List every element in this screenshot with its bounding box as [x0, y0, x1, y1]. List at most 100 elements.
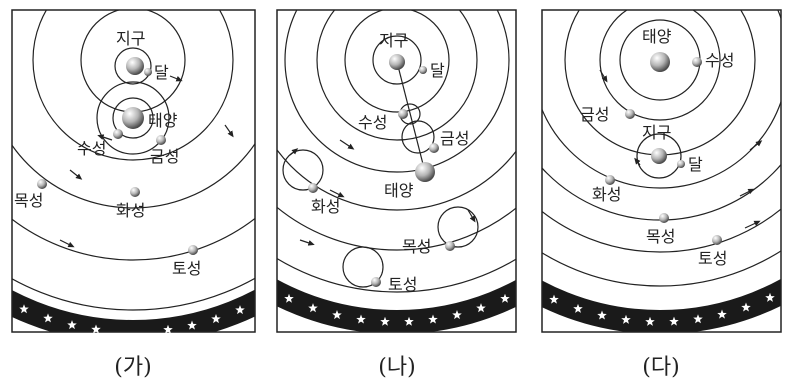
star-icon — [597, 310, 607, 320]
bodies-ga — [37, 57, 198, 255]
label-moon-da: 달 — [688, 155, 703, 174]
star-band-da — [542, 278, 781, 332]
frame-na — [276, 9, 517, 333]
label-mercury-na: 수성 — [358, 113, 387, 132]
caption-na: (나) — [378, 355, 415, 380]
labels-da: 태양 수성 금성 지구 달 화성 목성 토성 — [580, 27, 734, 268]
star-icon — [308, 303, 318, 313]
label-earth-ga: 지구 — [116, 29, 145, 48]
star-icon — [621, 314, 631, 324]
moon-ga — [144, 68, 152, 76]
jupiter-da — [659, 213, 669, 223]
moon-da — [677, 160, 685, 168]
star-band-na — [277, 279, 516, 332]
star-icon — [573, 303, 583, 313]
mercury-da — [692, 57, 702, 67]
label-jupiter-na: 목성 — [402, 237, 431, 256]
mercury-na — [398, 109, 408, 119]
label-earth-na: 지구 — [379, 31, 408, 50]
sun-da — [650, 52, 670, 72]
orbit-arrows-na — [289, 139, 476, 246]
star-icon — [211, 314, 221, 324]
mercury-ga — [113, 129, 123, 139]
venus-na — [429, 143, 439, 153]
saturn-da — [712, 235, 722, 245]
label-moon-na: 달 — [430, 61, 445, 80]
orbits-na — [277, 10, 516, 293]
mars-da — [605, 175, 615, 185]
saturn-ga — [188, 245, 198, 255]
label-sun-da: 태양 — [642, 27, 672, 46]
star-icon — [19, 304, 29, 314]
star-icon — [452, 310, 462, 320]
earth-ga — [126, 57, 144, 75]
jupiter-ga — [37, 179, 47, 189]
label-moon-ga: 달 — [154, 63, 169, 82]
star-icon — [163, 324, 173, 334]
star-icon — [43, 313, 53, 323]
moon-na — [419, 66, 427, 74]
venus-ga — [156, 135, 166, 145]
orbit-arrows-ga — [59, 75, 234, 248]
label-venus-na: 금성 — [440, 129, 469, 148]
caption-da: (다) — [642, 355, 679, 380]
star-band-ga — [12, 289, 255, 332]
star-icon — [404, 316, 414, 326]
frame-ga — [11, 9, 256, 333]
earth-da — [651, 148, 667, 164]
label-mars-na: 화성 — [311, 197, 340, 216]
panel-da: 태양 수성 금성 지구 달 화성 목성 토성 (다) — [541, 9, 782, 380]
star-icon — [765, 292, 775, 302]
label-sun-ga: 태양 — [148, 111, 178, 130]
sun-ga — [122, 107, 144, 129]
sun-na — [415, 162, 435, 182]
label-jupiter-da: 목성 — [646, 227, 675, 246]
orbit-arrows-da — [599, 69, 763, 229]
panel-ga: 지구 달 태양 수성 금성 화성 목성 토성 (가) — [11, 9, 256, 380]
label-venus-ga: 금성 — [150, 147, 179, 166]
label-mars-ga: 화성 — [116, 201, 145, 220]
star-icon — [235, 305, 245, 315]
orbits-da — [542, 10, 781, 287]
star-icon — [428, 314, 438, 324]
jupiter-na — [445, 241, 455, 251]
label-mercury-da: 수성 — [705, 51, 734, 70]
label-venus-da: 금성 — [580, 105, 609, 124]
star-icon — [549, 294, 559, 304]
star-icon — [741, 302, 751, 312]
star-icon — [356, 314, 366, 324]
star-icon — [693, 314, 703, 324]
star-icon — [645, 316, 655, 326]
bodies-na — [308, 54, 455, 287]
label-mars-da: 화성 — [592, 185, 621, 204]
labels-ga: 지구 달 태양 수성 금성 화성 목성 토성 — [14, 29, 201, 278]
label-saturn-na: 토성 — [388, 275, 417, 294]
saturn-na — [371, 277, 381, 287]
label-earth-da: 지구 — [642, 123, 671, 142]
star-icon — [717, 309, 727, 319]
star-icon — [669, 316, 679, 326]
label-saturn-ga: 토성 — [172, 259, 201, 278]
labels-na: 지구 달 수성 금성 태양 화성 목성 토성 — [311, 31, 469, 294]
star-icon — [284, 293, 294, 303]
mars-na — [308, 183, 318, 193]
star-icon — [187, 320, 197, 330]
label-sun-na: 태양 — [384, 181, 414, 200]
bodies-da — [605, 52, 722, 245]
label-jupiter-ga: 목성 — [14, 191, 43, 210]
star-icon — [380, 316, 390, 326]
star-icon — [332, 310, 342, 320]
earth-na — [389, 54, 405, 70]
mars-ga — [130, 187, 140, 197]
star-icon — [91, 324, 101, 334]
panel-na: 지구 달 수성 금성 태양 화성 목성 토성 (나) — [276, 9, 517, 380]
caption-ga: (가) — [114, 355, 151, 380]
star-icon — [500, 293, 510, 303]
venus-da — [625, 109, 635, 119]
label-mercury-ga: 수성 — [77, 139, 106, 158]
frame-da — [541, 9, 782, 333]
label-saturn-da: 토성 — [698, 249, 727, 268]
star-icon — [67, 320, 77, 330]
star-icon — [476, 303, 486, 313]
